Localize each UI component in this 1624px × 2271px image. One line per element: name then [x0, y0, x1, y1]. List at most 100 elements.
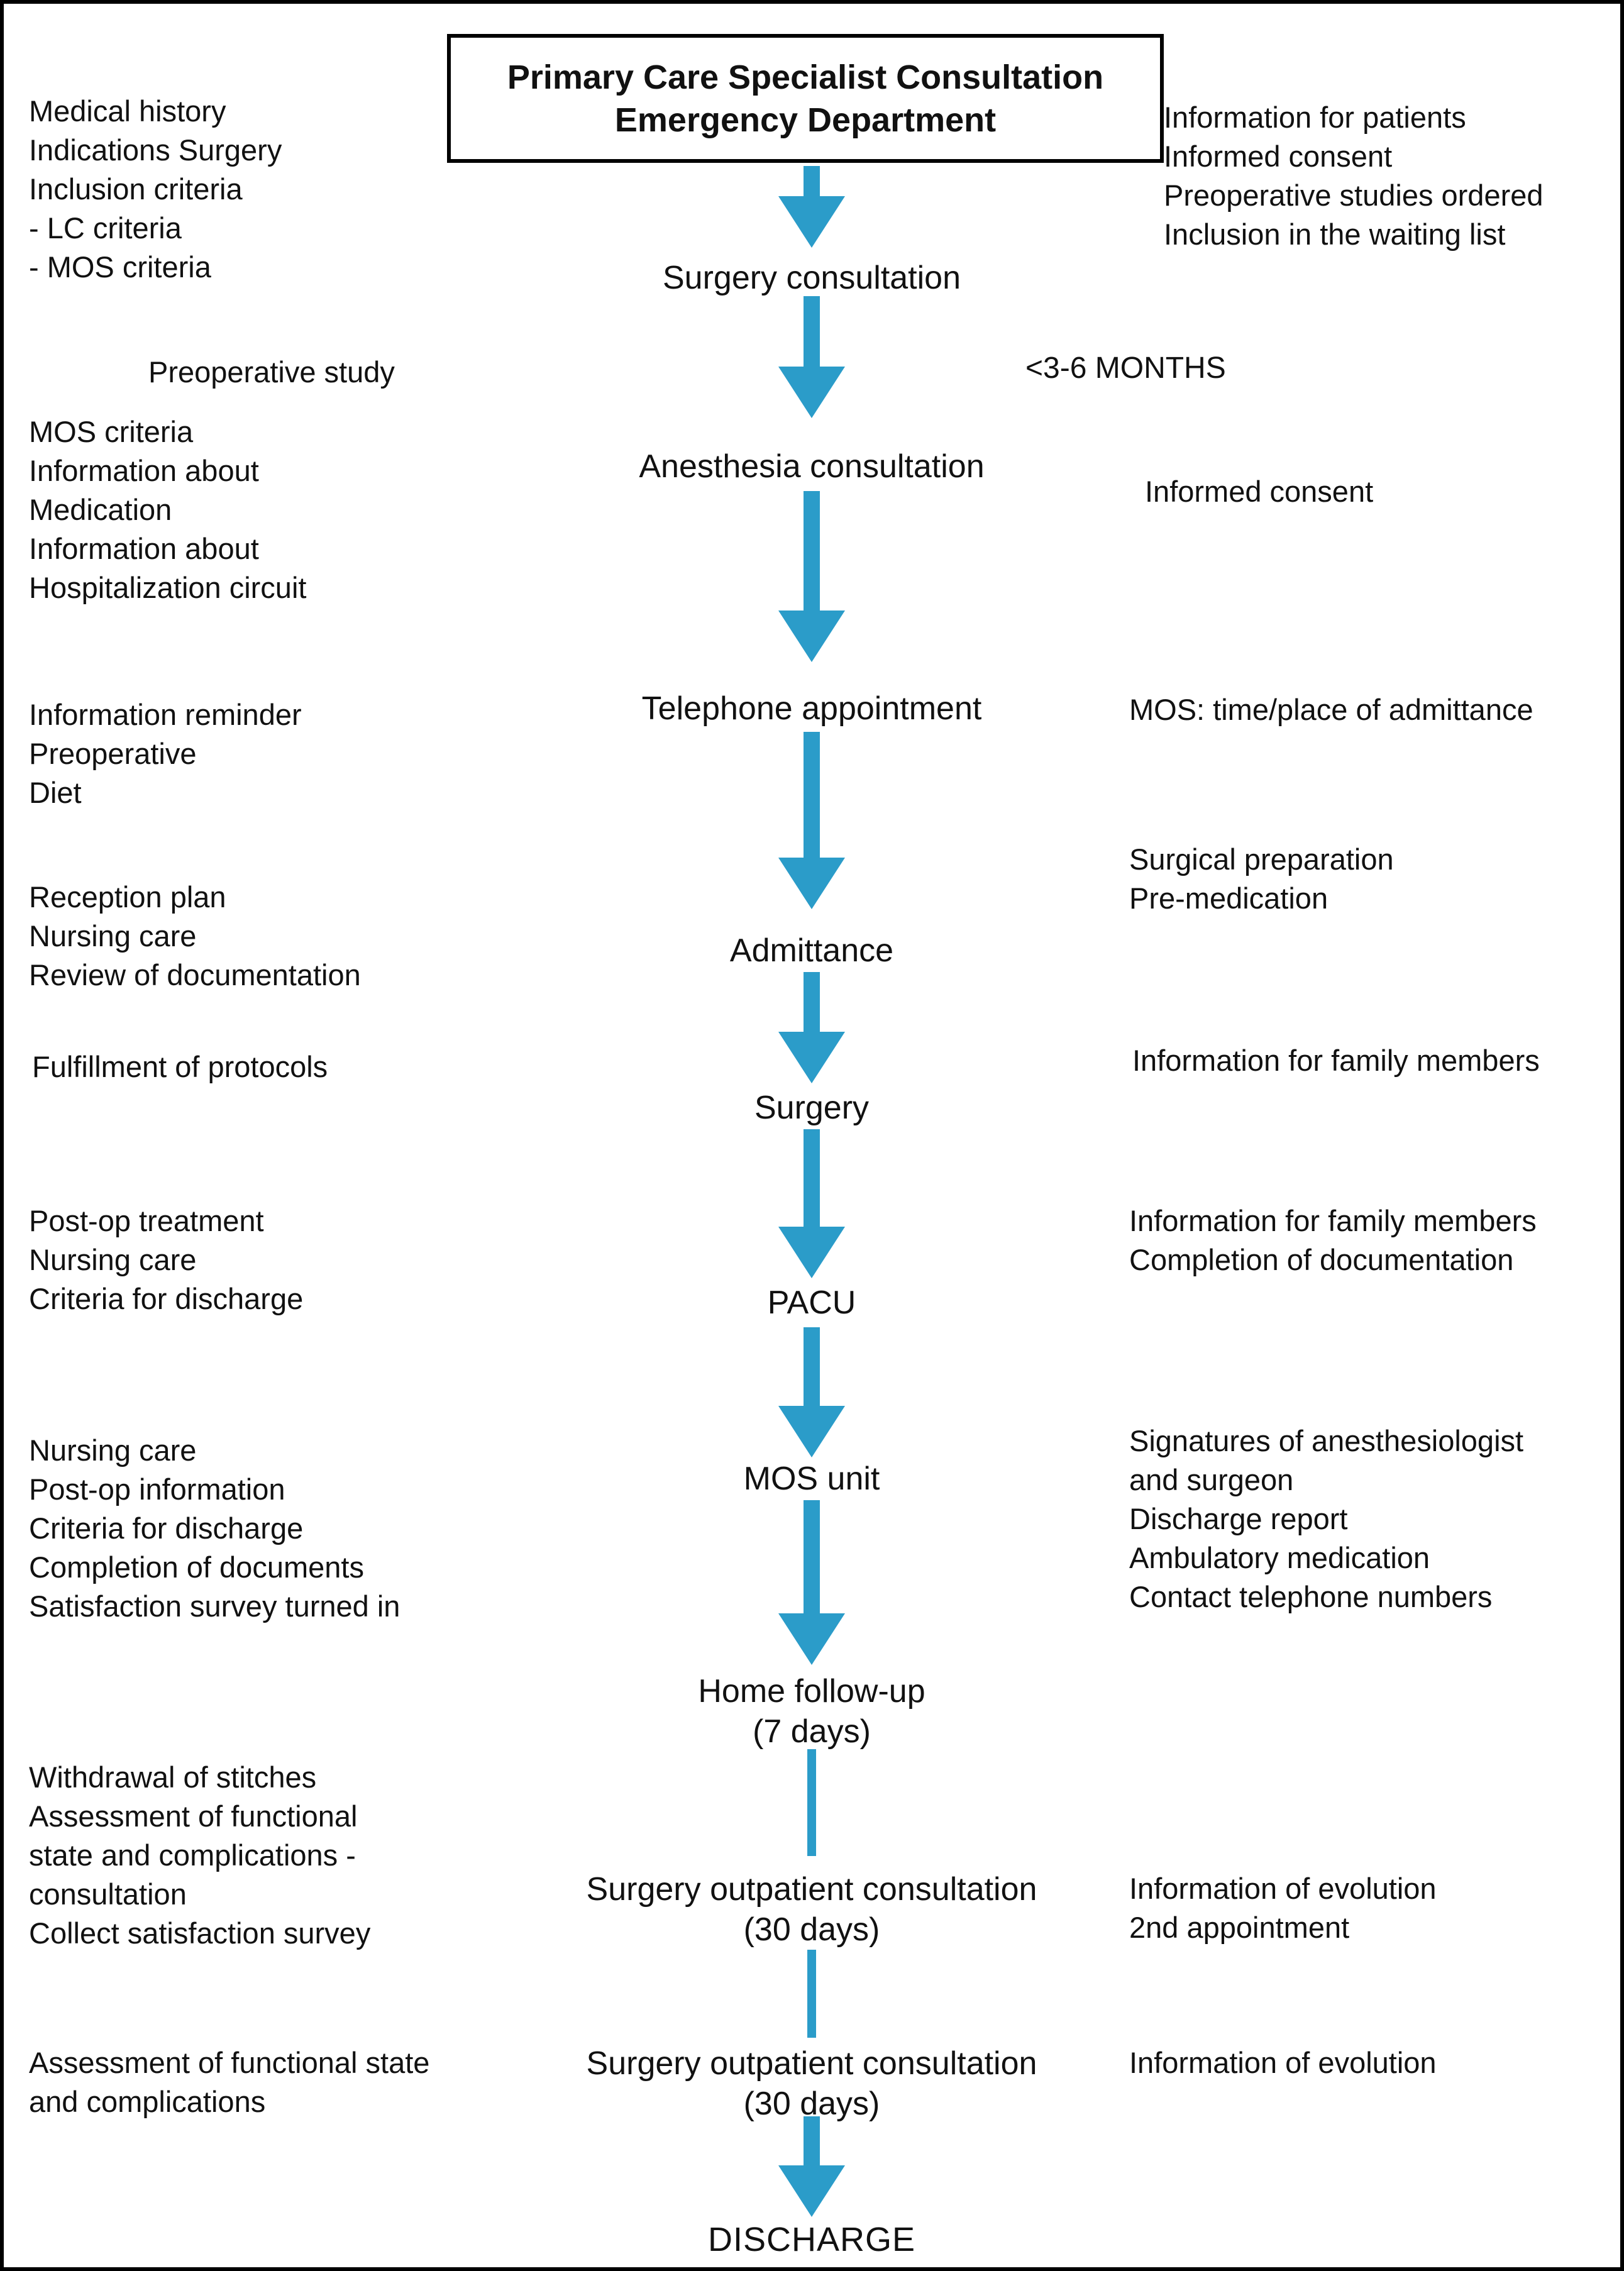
left-note-mos-unit: Nursing care Post-op information Criteri… — [29, 1431, 400, 1626]
flow-node-discharge: DISCHARGE — [707, 2221, 916, 2258]
note-line: Post-op treatment — [29, 1204, 264, 1237]
note-line: Assessment of functional — [29, 1799, 358, 1833]
down-arrow-head — [778, 367, 845, 418]
flow-node-surgery: Surgery — [754, 1090, 870, 1126]
left-note-anesthesia: MOS criteria Information about Medicatio… — [29, 412, 306, 607]
note-line: Satisfaction survey turned in — [29, 1589, 400, 1623]
left-note-first-outpatient: Withdrawal of stitches Assessment of fun… — [29, 1758, 370, 1953]
down-arrow-head — [778, 2165, 845, 2217]
note-line: - LC criteria — [29, 211, 182, 245]
left-note-surgery: Fulfillment of protocols — [32, 1050, 328, 1083]
left-note-preoperative-study: Preoperative study — [148, 355, 395, 389]
note-line: Contact telephone numbers — [1129, 1580, 1493, 1613]
note-line: Ambulatory medication — [1129, 1541, 1430, 1574]
left-note-initial-consultation: Medical history Indications Surgery Incl… — [29, 92, 282, 287]
note-line: Information about — [29, 532, 259, 565]
left-note-telephone: Information reminder Preoperative Diet — [29, 695, 302, 812]
flow-node-anesthesia-consultation: Anesthesia consultation — [639, 448, 985, 485]
note-line: Hospitalization circuit — [29, 571, 307, 604]
note-line: Collect satisfaction survey — [29, 1916, 371, 1950]
right-note-admittance: Surgical preparation Pre-medication — [1129, 840, 1394, 918]
title-line-1: Primary Care Specialist Consultation — [507, 58, 1104, 96]
down-arrow-head — [778, 858, 845, 909]
note-line: Completion of documentation — [1129, 1243, 1514, 1276]
right-note-surgery: Information for family members — [1132, 1044, 1540, 1077]
down-arrow-head — [778, 611, 845, 662]
down-arrow-head — [778, 1406, 845, 1457]
note-line: 2nd appointment — [1129, 1911, 1350, 1944]
note-line: consultation — [29, 1877, 187, 1911]
note-line: Inclusion criteria — [29, 172, 243, 206]
note-line: and complications — [29, 2085, 266, 2118]
note-line: Nursing care — [29, 919, 197, 953]
note-line: - MOS criteria — [29, 250, 211, 284]
flow-node-telephone-appointment: Telephone appointment — [641, 690, 982, 727]
note-line: Nursing care — [29, 1243, 197, 1276]
note-line: Reception plan — [29, 880, 226, 914]
note-line: Completion of documents — [29, 1550, 364, 1584]
down-arrow-head — [778, 1613, 845, 1665]
down-arrow-stem — [804, 166, 820, 196]
right-note-second-outpatient: Information of evolution — [1129, 2046, 1437, 2079]
flow-node-home-follow-up: Home follow-up (7 days) — [698, 1671, 925, 1752]
flow-node-surgery-outpatient-2: Surgery outpatient consultation (30 days… — [587, 2043, 1037, 2124]
right-note-mos-unit: Signatures of anesthesiologist and surge… — [1129, 1422, 1523, 1616]
right-note-first-outpatient: Information of evolution 2nd appointment — [1129, 1869, 1437, 1947]
flow-line — [807, 1749, 816, 1856]
flow-node-line: (7 days) — [753, 1713, 871, 1750]
down-arrow-head — [778, 196, 845, 248]
note-line: Medication — [29, 493, 172, 526]
down-arrow-stem — [804, 1129, 820, 1227]
left-note-second-outpatient: Assessment of functional state and compl… — [29, 2043, 429, 2121]
flow-node-line: (30 days) — [743, 2086, 880, 2122]
note-line: Diet — [29, 776, 82, 809]
right-note-initial-consultation: Information for patients Informed consen… — [1164, 98, 1544, 254]
right-note-pacu: Information for family members Completio… — [1129, 1202, 1537, 1279]
right-note-anesthesia: Informed consent — [1145, 475, 1374, 508]
note-line: Preoperative studies ordered — [1164, 179, 1544, 212]
note-line: and surgeon — [1129, 1463, 1294, 1496]
down-arrow-stem — [804, 491, 820, 611]
flow-node-surgery-consultation: Surgery consultation — [662, 260, 961, 296]
note-line: Information for family members — [1129, 1204, 1537, 1237]
down-arrow-stem — [804, 1500, 820, 1613]
down-arrow-head — [778, 1032, 845, 1083]
flow-line — [807, 1950, 816, 2038]
note-line: Surgical preparation — [1129, 843, 1394, 876]
note-line: Medical history — [29, 94, 226, 128]
down-arrow-stem — [804, 972, 820, 1032]
timeline-label: <3-6 MONTHS — [1025, 351, 1226, 385]
down-arrow-stem — [804, 2116, 820, 2165]
note-line: Informed consent — [1164, 140, 1393, 173]
flow-node-line: (30 days) — [743, 1911, 880, 1948]
note-line: Post-op information — [29, 1473, 285, 1506]
flow-node-mos-unit: MOS unit — [743, 1461, 880, 1497]
note-line: Nursing care — [29, 1434, 197, 1467]
note-line: Criteria for discharge — [29, 1511, 304, 1545]
note-line: Review of documentation — [29, 958, 361, 992]
title-box: Primary Care Specialist Consultation Eme… — [447, 34, 1164, 163]
note-line: Preoperative — [29, 737, 197, 770]
note-line: state and complications - — [29, 1838, 356, 1872]
down-arrow-stem — [804, 1327, 820, 1406]
left-note-pacu: Post-op treatment Nursing care Criteria … — [29, 1202, 303, 1318]
down-arrow-stem — [804, 296, 820, 367]
note-line: Assessment of functional state — [29, 2046, 430, 2079]
flow-node-surgery-outpatient-1: Surgery outpatient consultation (30 days… — [587, 1869, 1037, 1950]
title-line-2: Emergency Department — [614, 101, 997, 139]
note-line: Signatures of anesthesiologist — [1129, 1424, 1524, 1457]
flow-node-pacu: PACU — [767, 1285, 856, 1321]
right-note-telephone: MOS: time/place of admittance — [1129, 693, 1533, 726]
note-line: Withdrawal of stitches — [29, 1760, 317, 1794]
flow-node-line: Surgery outpatient consultation — [586, 1871, 1037, 1908]
flow-node-admittance: Admittance — [729, 932, 894, 969]
note-line: Information of evolution — [1129, 1872, 1437, 1905]
note-line: Information reminder — [29, 698, 302, 731]
flow-node-line: Surgery outpatient consultation — [586, 2045, 1037, 2082]
note-line: MOS criteria — [29, 415, 194, 448]
note-line: Information about — [29, 454, 259, 487]
down-arrow-stem — [804, 732, 820, 858]
note-line: Information for patients — [1164, 101, 1466, 134]
note-line: Criteria for discharge — [29, 1282, 304, 1315]
